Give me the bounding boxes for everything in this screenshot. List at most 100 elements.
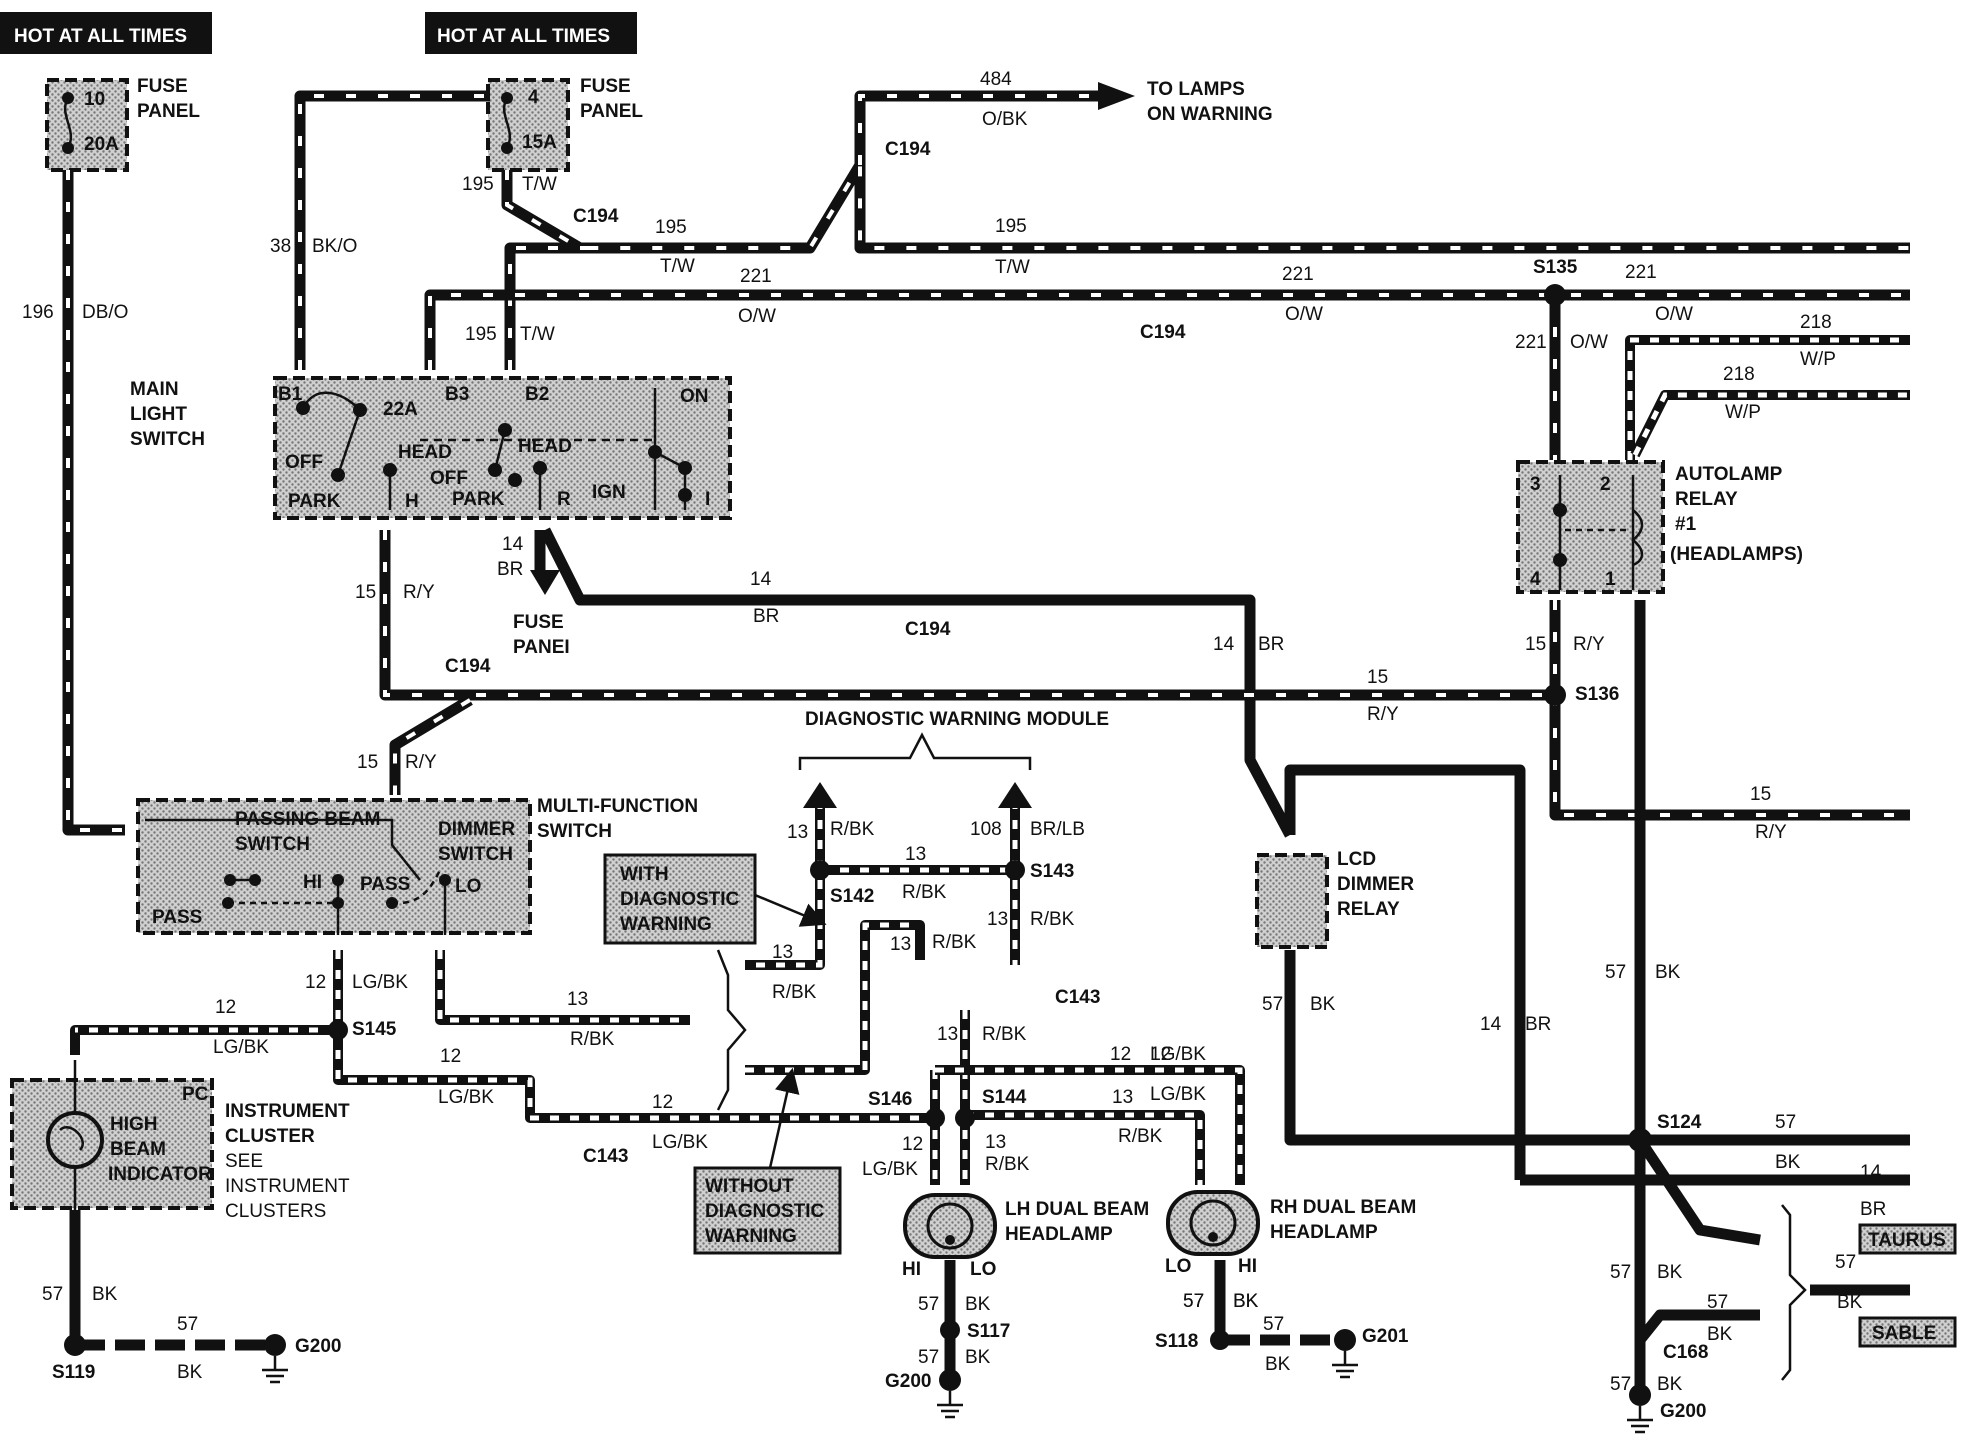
svg-text:PASS: PASS [360, 874, 410, 895]
svg-text:BK: BK [1265, 1354, 1291, 1375]
svg-text:O/W: O/W [1285, 304, 1323, 325]
svg-text:C194: C194 [445, 656, 491, 677]
diagnostic-module: DIAGNOSTIC WARNING MODULE [798, 709, 1109, 770]
svg-text:57: 57 [1183, 1291, 1204, 1312]
svg-text:ON WARNING: ON WARNING [1147, 104, 1273, 125]
sable-badge: SABLE [1858, 1316, 1957, 1348]
svg-text:13: 13 [1112, 1087, 1133, 1108]
svg-text:C143: C143 [1055, 987, 1100, 1008]
svg-text:BK: BK [1655, 962, 1681, 983]
svg-text:BR: BR [753, 606, 779, 627]
svg-text:4: 4 [528, 87, 539, 108]
svg-text:LO: LO [455, 876, 481, 897]
svg-text:12: 12 [305, 972, 326, 993]
svg-text:S124: S124 [1657, 1112, 1702, 1133]
svg-text:MAIN: MAIN [130, 379, 179, 400]
svg-text:O/W: O/W [738, 306, 776, 327]
svg-text:R/BK: R/BK [985, 1154, 1030, 1175]
svg-text:13: 13 [937, 1024, 958, 1045]
wire-196 [62, 170, 125, 836]
svg-text:S143: S143 [1030, 861, 1074, 882]
svg-text:I: I [705, 489, 710, 510]
svg-text:221: 221 [1282, 264, 1314, 285]
svg-text:C143: C143 [583, 1146, 628, 1167]
svg-text:LO: LO [1165, 1256, 1191, 1277]
svg-text:R/Y: R/Y [1367, 704, 1399, 725]
arrow-108-up [998, 782, 1032, 808]
autolamp-relay: 3 2 4 1 AUTOLAMP RELAY #1 (HEADLAMPS) [1516, 460, 1803, 594]
svg-text:C194: C194 [905, 619, 951, 640]
svg-text:57: 57 [1610, 1374, 1631, 1395]
svg-text:OFF: OFF [285, 452, 323, 473]
svg-text:C194: C194 [885, 139, 931, 160]
svg-text:CLUSTERS: CLUSTERS [225, 1201, 326, 1222]
svg-text:SWITCH: SWITCH [537, 821, 612, 842]
svg-text:12: 12 [652, 1092, 673, 1113]
svg-text:57: 57 [918, 1294, 939, 1315]
svg-text:HEAD: HEAD [518, 436, 572, 457]
svg-text:TO LAMPS: TO LAMPS [1147, 79, 1245, 100]
splices [64, 284, 1652, 1406]
svg-text:SEE: SEE [225, 1151, 263, 1172]
svg-text:12: 12 [1110, 1044, 1131, 1065]
svg-text:12: 12 [1150, 1044, 1171, 1065]
main-light-switch: MAIN LIGHT SWITCH B1 22A B3 B2 ON OFF HE… [130, 376, 732, 520]
svg-text:S142: S142 [830, 886, 874, 907]
wire-218 [1625, 335, 1910, 460]
svg-text:38: 38 [270, 236, 291, 257]
svg-text:W/P: W/P [1800, 349, 1836, 370]
svg-text:195: 195 [465, 324, 497, 345]
taurus-badge: TAURUS [1858, 1223, 1957, 1255]
svg-text:FUSE: FUSE [580, 76, 631, 97]
fuse-panel-right: 4 15A FUSE PANEL [486, 76, 643, 172]
svg-text:BR/LB: BR/LB [1030, 819, 1085, 840]
svg-text:PASS: PASS [152, 907, 202, 928]
svg-text:15: 15 [1367, 667, 1388, 688]
svg-text:R/BK: R/BK [570, 1029, 615, 1050]
svg-text:DIAGNOSTIC: DIAGNOSTIC [620, 889, 740, 910]
svg-text:R: R [557, 489, 571, 510]
ground-symbols [262, 1351, 1653, 1434]
wire-15 [379, 530, 1910, 821]
svg-text:12: 12 [440, 1046, 461, 1067]
svg-text:57: 57 [1775, 1112, 1796, 1133]
splice-s136 [1544, 684, 1566, 706]
svg-text:R/BK: R/BK [1118, 1126, 1163, 1147]
svg-text:LO: LO [970, 1259, 996, 1280]
svg-text:C194: C194 [1140, 322, 1186, 343]
svg-text:INSTRUMENT: INSTRUMENT [225, 1176, 350, 1197]
ground-labels: G200 G200 G200 G201 [295, 1326, 1706, 1422]
svg-text:14: 14 [1480, 1014, 1502, 1035]
svg-text:2: 2 [1600, 474, 1611, 495]
svg-text:221: 221 [1625, 262, 1657, 283]
svg-text:WITHOUT: WITHOUT [705, 1176, 794, 1197]
svg-text:MULTI-FUNCTION: MULTI-FUNCTION [537, 796, 698, 817]
splice-s118 [1210, 1330, 1230, 1350]
svg-text:22A: 22A [383, 399, 418, 420]
svg-text:C194: C194 [573, 206, 619, 227]
svg-text:TAURUS: TAURUS [1868, 1230, 1946, 1251]
svg-text:DIMMER: DIMMER [438, 819, 515, 840]
brace-options [716, 949, 747, 1111]
svg-text:57: 57 [1707, 1292, 1728, 1313]
svg-text:BR: BR [497, 559, 523, 580]
svg-text:108: 108 [970, 819, 1002, 840]
svg-text:RELAY: RELAY [1675, 489, 1738, 510]
svg-text:15: 15 [1750, 784, 1771, 805]
wire-221 [424, 289, 1910, 460]
svg-text:484: 484 [980, 69, 1012, 90]
splice-s135 [1544, 284, 1566, 306]
svg-text:G200: G200 [885, 1371, 931, 1392]
svg-text:G201: G201 [1362, 1326, 1409, 1347]
svg-text:195: 195 [995, 216, 1027, 237]
svg-text:BK: BK [1657, 1262, 1683, 1283]
instrument-cluster: PC HIGH BEAM INDICATOR INSTRUMENT CLUSTE… [10, 1060, 350, 1222]
svg-text:C168: C168 [1663, 1342, 1708, 1363]
svg-text:T/W: T/W [995, 257, 1030, 278]
svg-text:G200: G200 [295, 1336, 341, 1357]
wire-14 [530, 527, 1526, 1180]
svg-text:B1: B1 [278, 384, 303, 405]
svg-text:57: 57 [177, 1314, 198, 1335]
svg-text:BR: BR [1525, 1014, 1551, 1035]
svg-text:S144: S144 [982, 1087, 1027, 1108]
